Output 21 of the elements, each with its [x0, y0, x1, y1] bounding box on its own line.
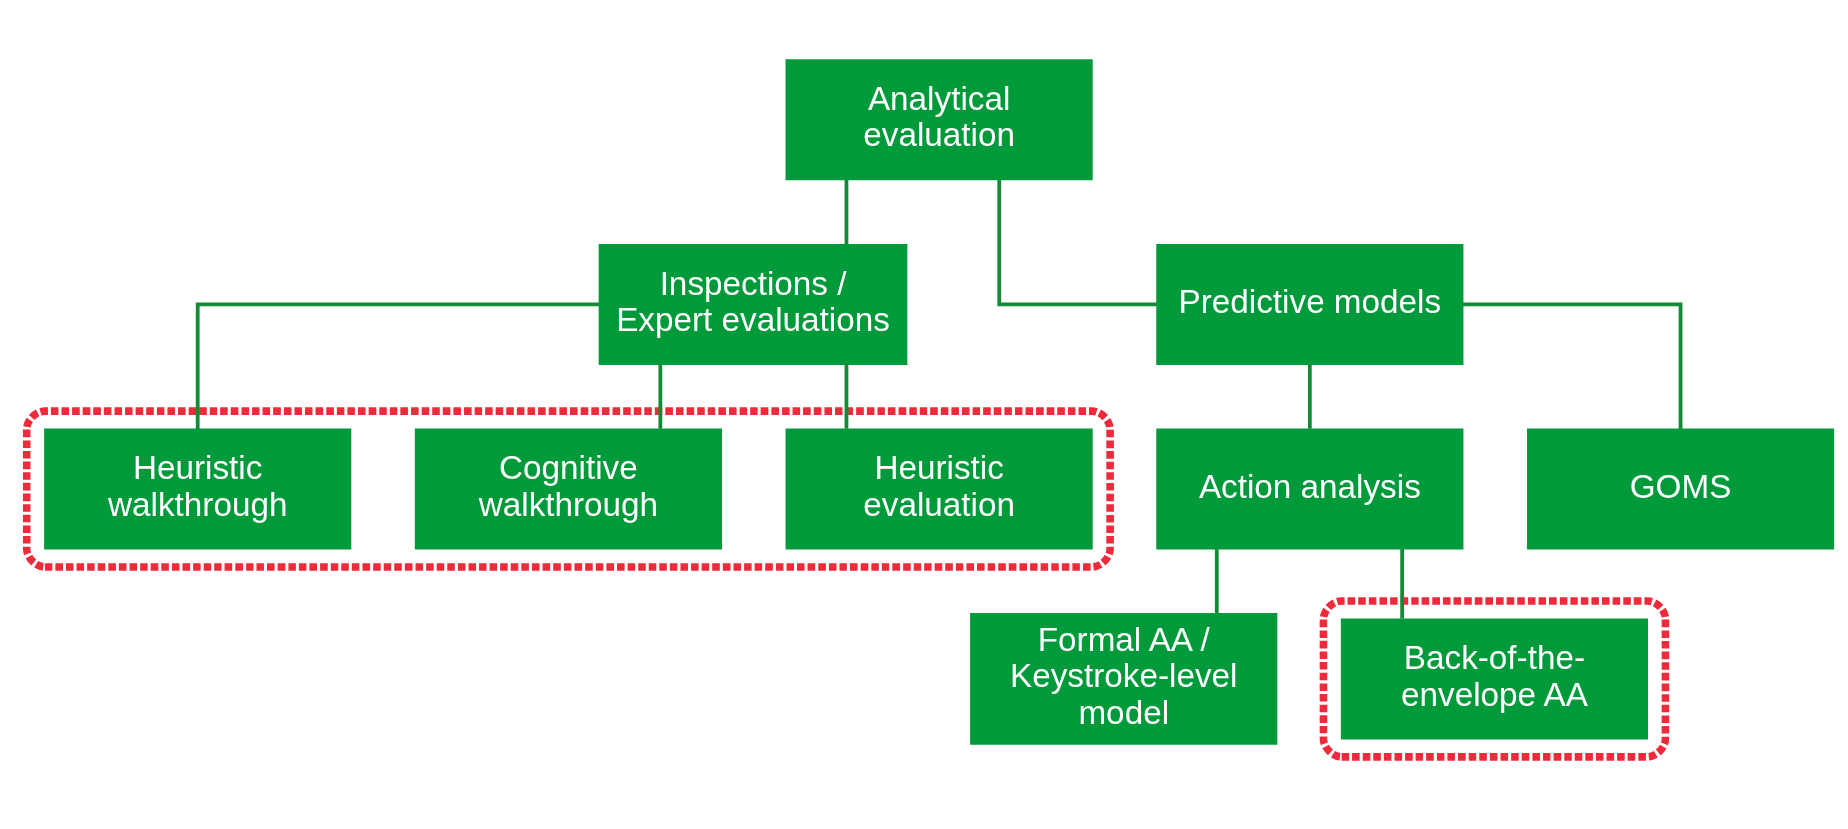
connector	[844, 364, 849, 429]
node-box: Predictive models	[1156, 243, 1464, 365]
node-box: Action analysis	[1156, 428, 1464, 550]
node-box: Inspections / Expert evaluations	[598, 243, 908, 365]
node-box: Heuristic walkthrough	[44, 428, 352, 550]
connector	[844, 179, 849, 245]
node-box: Heuristic evaluation	[785, 428, 1093, 550]
connector	[1462, 302, 1683, 430]
node-box: Analytical evaluation	[785, 59, 1093, 181]
node-box: Back-of-the-envelope AA	[1340, 618, 1649, 740]
node-box: Cognitive walkthrough	[414, 428, 722, 550]
connector	[195, 302, 600, 430]
cluster	[22, 407, 1114, 571]
node-box: GOMS	[1526, 428, 1835, 550]
cluster	[1319, 597, 1670, 761]
connector	[997, 179, 1157, 307]
connector	[658, 364, 663, 429]
connector	[1400, 549, 1405, 619]
connector	[1214, 549, 1219, 614]
connector	[1307, 364, 1312, 429]
node-box: Formal AA / Keystroke-level model	[970, 613, 1278, 745]
